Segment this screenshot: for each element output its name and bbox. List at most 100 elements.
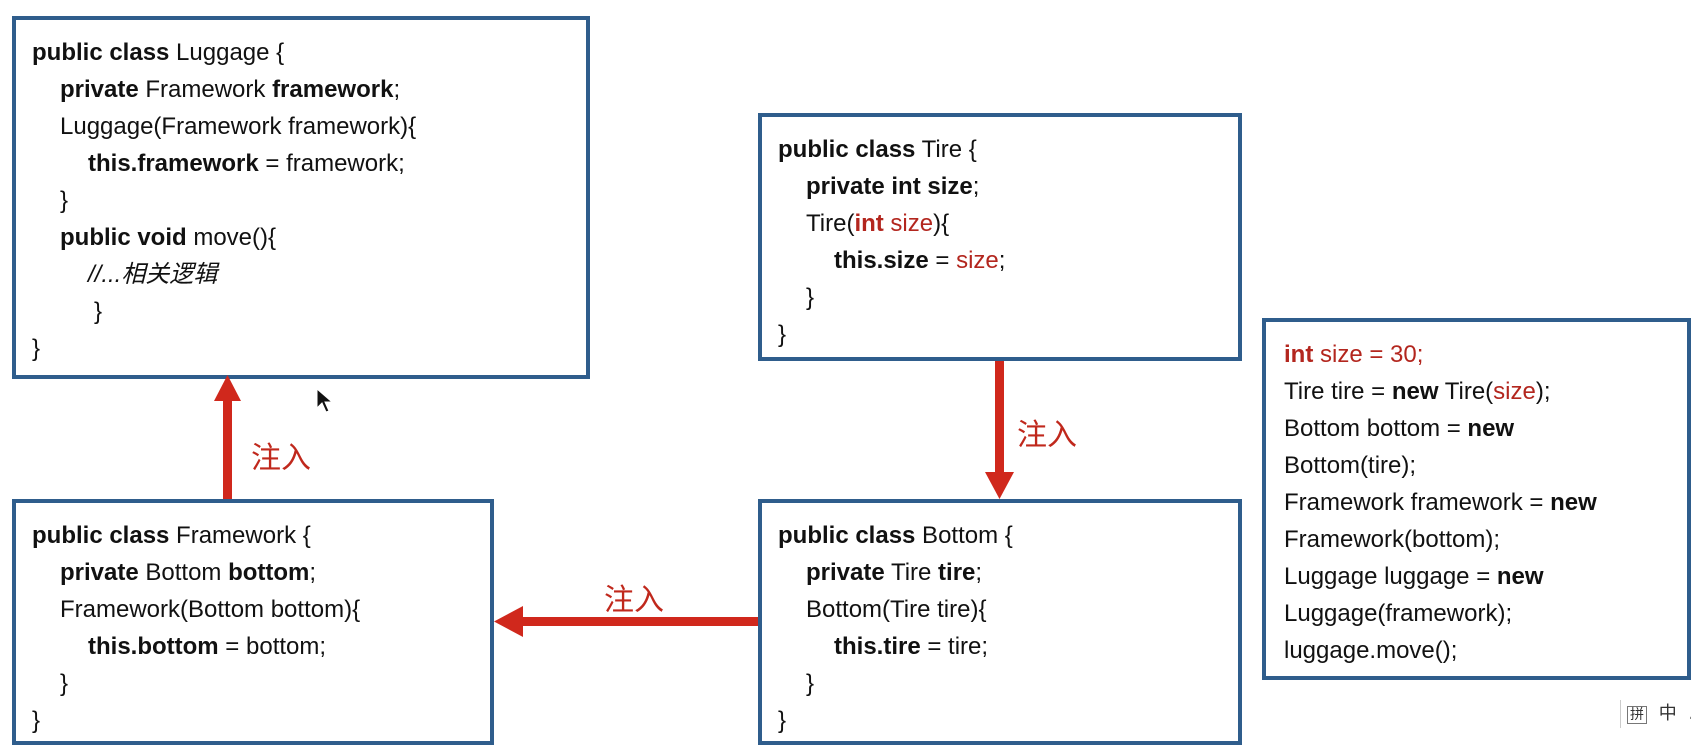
tire-line-6: }	[778, 321, 787, 348]
ime-mode-label: 中	[1658, 703, 1677, 724]
code-text: ;	[998, 247, 1006, 274]
main-line-2: Tire tire = new Tire(size);	[1284, 373, 1671, 410]
inject-label-up: 注入	[251, 441, 311, 476]
keyword: public class	[32, 522, 170, 549]
ime-indicator[interactable]: 拼 中 .	[1620, 700, 1691, 728]
keyword: private	[806, 559, 885, 586]
luggage-line-9: }	[32, 335, 41, 362]
code-text: Framework {	[169, 522, 311, 549]
main-line-1: int size = 30;	[1284, 336, 1671, 373]
luggage-comment: //...相关逻辑	[88, 261, 218, 288]
inject-label-down: 注入	[1017, 418, 1077, 453]
code-text: Bottom bottom =	[1284, 415, 1468, 442]
code-text: Luggage luggage =	[1284, 563, 1497, 590]
code-text: = tire;	[920, 633, 989, 660]
mouse-cursor-icon	[316, 388, 334, 413]
bottom-line-3: Bottom(Tire tire){	[806, 596, 987, 623]
luggage-line-4: this.framework = framework;	[32, 145, 570, 182]
keyword: public class	[778, 136, 916, 163]
param-red: size	[1493, 378, 1536, 405]
keyword: tire	[938, 559, 976, 586]
param-red: size	[883, 210, 934, 237]
code-text: Luggage {	[169, 39, 285, 66]
keyword: this.bottom	[88, 633, 219, 660]
framework-line-6: }	[32, 707, 41, 734]
luggage-line-6: public void move(){	[32, 219, 570, 256]
tire-line-1: public class Tire {	[778, 131, 1222, 168]
code-text: =	[928, 247, 957, 274]
keyword: this.framework	[88, 150, 259, 177]
keyword: public class	[32, 39, 170, 66]
keyword-red: int	[1284, 341, 1314, 368]
luggage-line-8: }	[94, 298, 103, 325]
luggage-line-5: }	[60, 187, 69, 214]
keyword: private int size	[806, 173, 973, 200]
keyword: new	[1550, 489, 1597, 516]
main-line-9: luggage.move();	[1284, 637, 1458, 664]
framework-line-5: }	[60, 670, 69, 697]
keyword: framework	[272, 76, 394, 103]
code-text: Bottom	[138, 559, 229, 586]
keyword-red: int	[854, 210, 884, 237]
code-text: = bottom;	[218, 633, 327, 660]
inject-label-left: 注入	[604, 583, 664, 618]
code-text: Framework	[138, 76, 273, 103]
tire-line-3: Tire(int size){	[778, 205, 1222, 242]
main-line-7: Luggage luggage = new	[1284, 558, 1671, 595]
main-line-8: Luggage(framework);	[1284, 600, 1513, 627]
code-text: );	[1535, 378, 1551, 405]
main-line-3: Bottom bottom = new	[1284, 410, 1671, 447]
framework-line-4: this.bottom = bottom;	[32, 628, 474, 665]
code-text: Tire {	[915, 136, 977, 163]
code-text: ;	[972, 173, 980, 200]
main-code-box: int size = 30; Tire tire = new Tire(size…	[1262, 318, 1691, 680]
code-text: move(){	[186, 224, 277, 251]
arrow-up-icon	[214, 375, 241, 499]
luggage-line-3: Luggage(Framework framework){	[60, 113, 417, 140]
tire-line-2: private int size;	[778, 168, 1222, 205]
tire-line-4: this.size = size;	[778, 242, 1222, 279]
keyword: this.tire	[834, 633, 921, 660]
keyword: private	[60, 76, 139, 103]
framework-line-2: private Bottom bottom;	[32, 554, 474, 591]
main-line-5: Framework framework = new	[1284, 484, 1671, 521]
keyword: this.size	[834, 247, 929, 274]
bottom-line-1: public class Bottom {	[778, 517, 1222, 554]
code-text: ;	[309, 559, 317, 586]
keyword: new	[1467, 415, 1515, 442]
keyword: public class	[778, 522, 916, 549]
ime-dot: .	[1688, 700, 1691, 728]
code-text: ;	[975, 559, 983, 586]
bottom-line-4: this.tire = tire;	[778, 628, 1222, 665]
luggage-line-2: private Framework framework;	[32, 71, 570, 108]
code-text: ;	[393, 76, 401, 103]
keyword: new	[1391, 378, 1439, 405]
bottom-line-2: private Tire tire;	[778, 554, 1222, 591]
code-text: Framework framework =	[1284, 489, 1551, 516]
bottom-class-box: public class Bottom { private Tire tire;…	[758, 499, 1242, 745]
luggage-line-1: public class Luggage {	[32, 34, 570, 71]
main-line-4: Bottom(tire);	[1284, 452, 1417, 479]
code-text: Tire(	[806, 210, 855, 237]
code-text: Tire tire =	[1284, 378, 1392, 405]
code-text: Tire(	[1438, 378, 1494, 405]
code-text: = framework;	[258, 150, 405, 177]
code-text: Bottom {	[915, 522, 1013, 549]
framework-class-box: public class Framework { private Bottom …	[12, 499, 494, 745]
keyword: bottom	[228, 559, 310, 586]
tire-line-5: }	[806, 284, 815, 311]
bottom-line-5: }	[806, 670, 815, 697]
code-text: ){	[933, 210, 950, 237]
main-line-6: Framework(bottom);	[1284, 526, 1501, 553]
ime-grid-icon: 拼	[1627, 706, 1647, 724]
param-red: size	[956, 247, 999, 274]
keyword: new	[1496, 563, 1544, 590]
bottom-line-6: }	[778, 707, 787, 734]
keyword: private	[60, 559, 139, 586]
code-text: Tire	[884, 559, 939, 586]
arrow-left-icon	[494, 606, 758, 637]
luggage-class-box: public class Luggage { private Framework…	[12, 16, 590, 379]
framework-line-1: public class Framework {	[32, 517, 474, 554]
code-red: size = 30;	[1313, 341, 1424, 368]
